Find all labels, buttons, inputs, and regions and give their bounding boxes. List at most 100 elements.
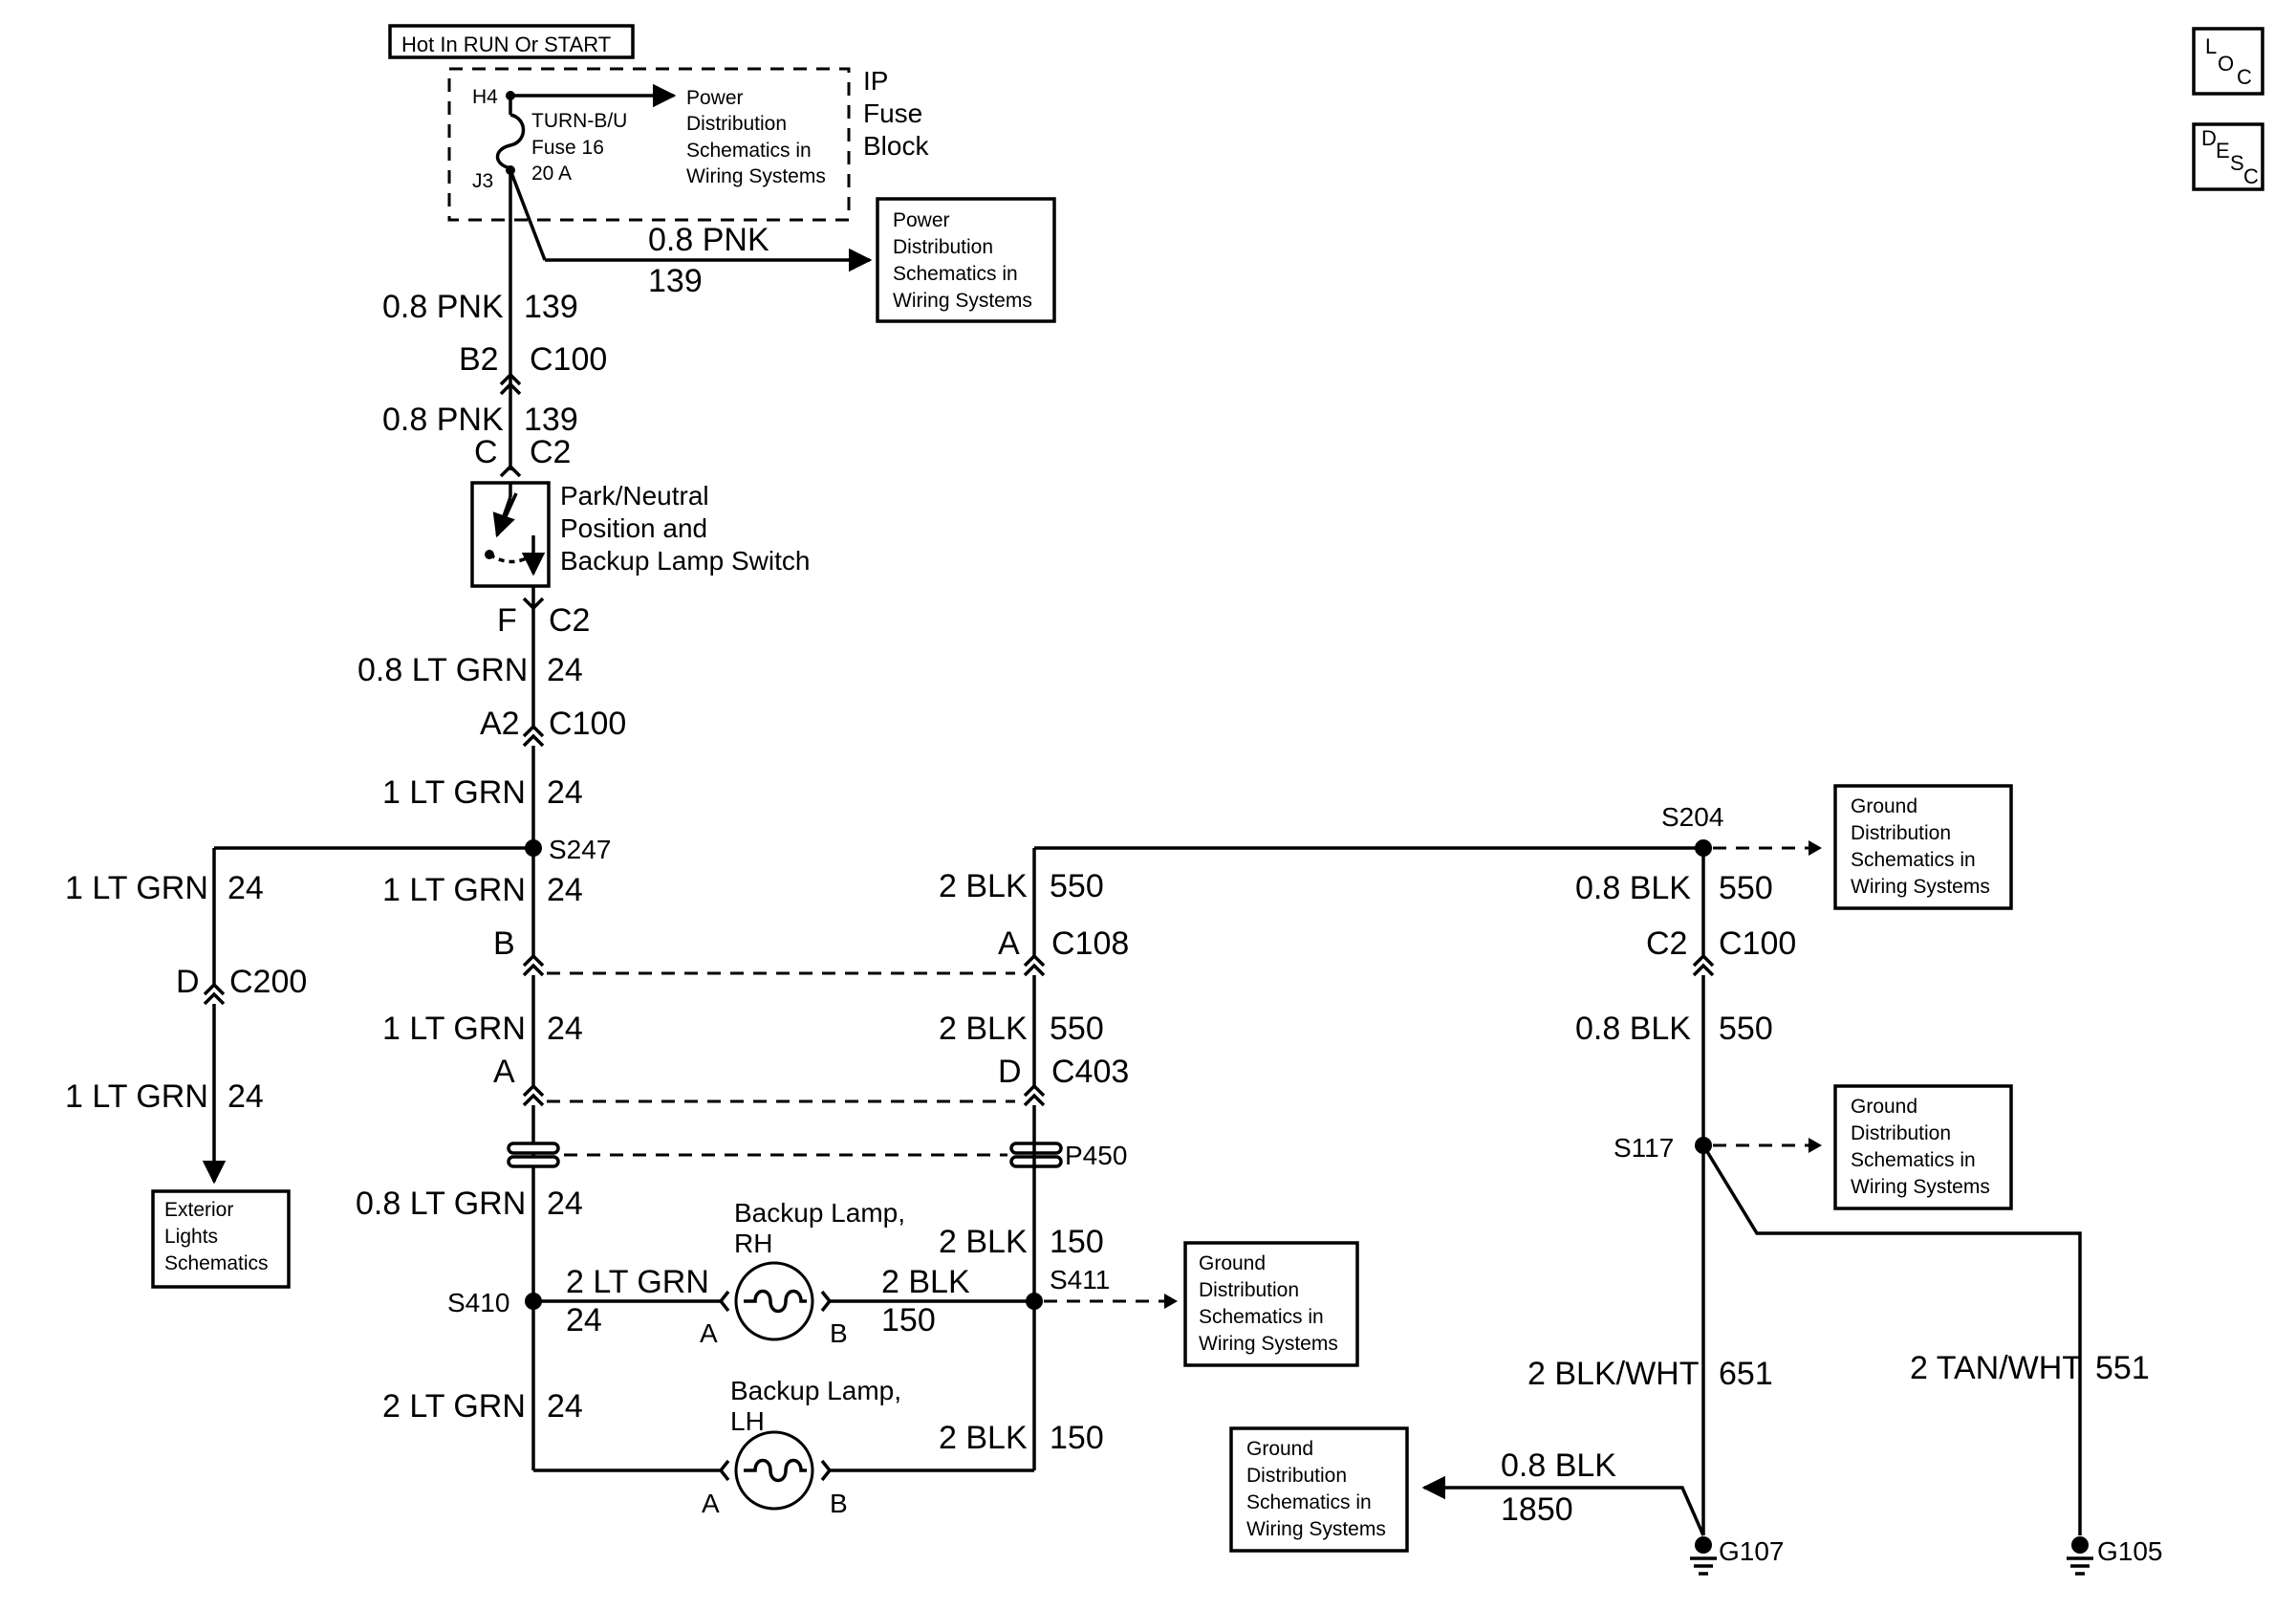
connector-pin: C2: [1646, 925, 1687, 962]
svg-text:C: C: [2243, 164, 2259, 188]
wire-circuit: 139: [524, 402, 578, 438]
svg-text:Ground: Ground: [1199, 1252, 1266, 1274]
exterior-lights-ref-box[interactable]: Exterior Lights Schematics: [151, 1189, 291, 1289]
wire-label: 2 BLK: [939, 1420, 1028, 1456]
lamp-rh-title: RH: [734, 1229, 772, 1258]
wire-label: 2 BLK: [939, 1011, 1028, 1047]
loc-icon[interactable]: L O C: [2192, 27, 2264, 96]
wire-circuit: 24: [566, 1302, 602, 1338]
svg-text:Ground: Ground: [1851, 1096, 1917, 1118]
power-distribution-ref-box[interactable]: Power Distribution Schematics in Wiring …: [876, 197, 1056, 323]
splice-label: S204: [1661, 802, 1723, 832]
connector-pin: A: [493, 1054, 515, 1090]
connector-pin: A2: [480, 706, 520, 742]
ground-distribution-ref-box-g107[interactable]: Ground Distribution Schematics in Wiring…: [1229, 1426, 1409, 1553]
wire-label: 0.8 PNK: [648, 222, 769, 258]
svg-text:D: D: [2201, 126, 2217, 150]
wire-label: 0.8 BLK: [1575, 870, 1691, 906]
wire-label: 2 LT GRN: [566, 1264, 709, 1300]
fuse-block-name: Fuse: [863, 98, 922, 128]
p450-grommet-left: [507, 1142, 560, 1168]
ground-g105-icon: [2067, 1536, 2093, 1576]
wire-label: 0.8 PNK: [382, 402, 504, 438]
connector-pin: C: [474, 434, 498, 470]
lamp-pin: B: [830, 1489, 848, 1518]
fuse-label: TURN-B/U: [531, 110, 627, 132]
svg-text:Schematics: Schematics: [164, 1252, 269, 1274]
wire-label: 2 BLK: [939, 1224, 1028, 1260]
ground-g107-icon: [1690, 1536, 1717, 1576]
pin-h4-label: H4: [472, 86, 498, 108]
wire-circuit: 550: [1719, 1011, 1773, 1047]
ground-distribution-ref-box-s411[interactable]: Ground Distribution Schematics in Wiring…: [1183, 1241, 1359, 1367]
connector-name: C200: [229, 964, 307, 1000]
svg-text:Schematics in: Schematics in: [1851, 1149, 1976, 1171]
svg-text:Wiring Systems: Wiring Systems: [1199, 1333, 1338, 1355]
lamp-lh-title: LH: [730, 1406, 765, 1436]
pin-j3-dot: [506, 165, 515, 175]
svg-text:S: S: [2230, 151, 2244, 175]
wire-circuit: 24: [547, 652, 583, 688]
desc-icon[interactable]: D E S C: [2192, 122, 2264, 191]
p450-grommet-right: [1009, 1142, 1063, 1168]
wire-label: 1 LT GRN: [65, 1078, 208, 1115]
svg-text:Distribution: Distribution: [1199, 1279, 1299, 1301]
svg-text:Exterior: Exterior: [164, 1199, 233, 1221]
wire-label: 0.8 BLK: [1501, 1447, 1616, 1484]
connector-pin: F: [497, 602, 517, 639]
connector-name: C100: [1719, 925, 1796, 962]
wire-label: 2 TAN/WHT: [1910, 1350, 2082, 1386]
wire-label: 0.8 PNK: [382, 289, 504, 325]
connector-name: C2: [549, 602, 590, 639]
wire-label: 0.8 LT GRN: [356, 1186, 526, 1222]
svg-text:Wiring Systems: Wiring Systems: [1246, 1518, 1386, 1540]
connector-name: C403: [1051, 1054, 1129, 1090]
wire-circuit: 24: [547, 774, 583, 811]
pin-j3-label: J3: [472, 170, 493, 192]
ground-distribution-ref-box-s117[interactable]: Ground Distribution Schematics in Wiring…: [1833, 1084, 2013, 1210]
connector-name: C100: [530, 341, 607, 378]
ground-label: G105: [2097, 1536, 2163, 1566]
ground-distribution-ref-box-s204[interactable]: Ground Distribution Schematics in Wiring…: [1833, 784, 2013, 910]
hot-in-run-label-box: [388, 24, 635, 59]
fuse-ref-text: Distribution: [686, 113, 787, 135]
wire-circuit: 651: [1719, 1356, 1773, 1392]
connector-pin: B: [493, 925, 515, 962]
connector-name: C108: [1051, 925, 1129, 962]
lamp-pin: A: [702, 1489, 720, 1518]
wire-circuit: 139: [524, 289, 578, 325]
fuse-label: Fuse 16: [531, 137, 604, 159]
lamp-pin: B: [830, 1318, 848, 1348]
fuse-label: 20 A: [531, 163, 572, 185]
svg-text:Schematics in: Schematics in: [1246, 1491, 1372, 1513]
wire-label: 2 LT GRN: [382, 1388, 526, 1425]
ground-label: G107: [1719, 1536, 1785, 1566]
wire-circuit: 24: [547, 872, 583, 908]
wire-label: 2 BLK: [881, 1264, 970, 1300]
fuse-ref-text: Power: [686, 87, 744, 109]
svg-text:Power: Power: [893, 209, 950, 231]
wire-circuit: 24: [547, 1186, 583, 1222]
svg-text:Distribution: Distribution: [1246, 1465, 1347, 1487]
lamp-lh-title: Backup Lamp,: [730, 1376, 901, 1405]
wire-circuit: 150: [881, 1302, 936, 1338]
wire-circuit: 551: [2095, 1350, 2150, 1386]
park-neutral-switch: [470, 481, 551, 588]
wire-label: 0.8 LT GRN: [357, 652, 528, 688]
switch-label: Backup Lamp Switch: [560, 546, 810, 576]
wire-circuit: 550: [1050, 1011, 1104, 1047]
svg-text:Distribution: Distribution: [1851, 1122, 1951, 1144]
pin-h4-dot: [506, 91, 515, 100]
connector-name: C100: [549, 706, 626, 742]
svg-text:E: E: [2216, 139, 2230, 163]
switch-label: Position and: [560, 513, 707, 543]
splice-label: S411: [1050, 1265, 1110, 1295]
backup-lamp-lh-icon: [734, 1430, 814, 1511]
wire-circuit: 550: [1719, 870, 1773, 906]
fuse-symbol: [495, 113, 526, 170]
wire-circuit: 150: [1050, 1420, 1104, 1456]
connector-pin: D: [998, 1054, 1022, 1090]
fuse-ref-text: Schematics in: [686, 140, 812, 162]
svg-text:L: L: [2205, 34, 2217, 58]
svg-text:Distribution: Distribution: [1851, 822, 1951, 844]
